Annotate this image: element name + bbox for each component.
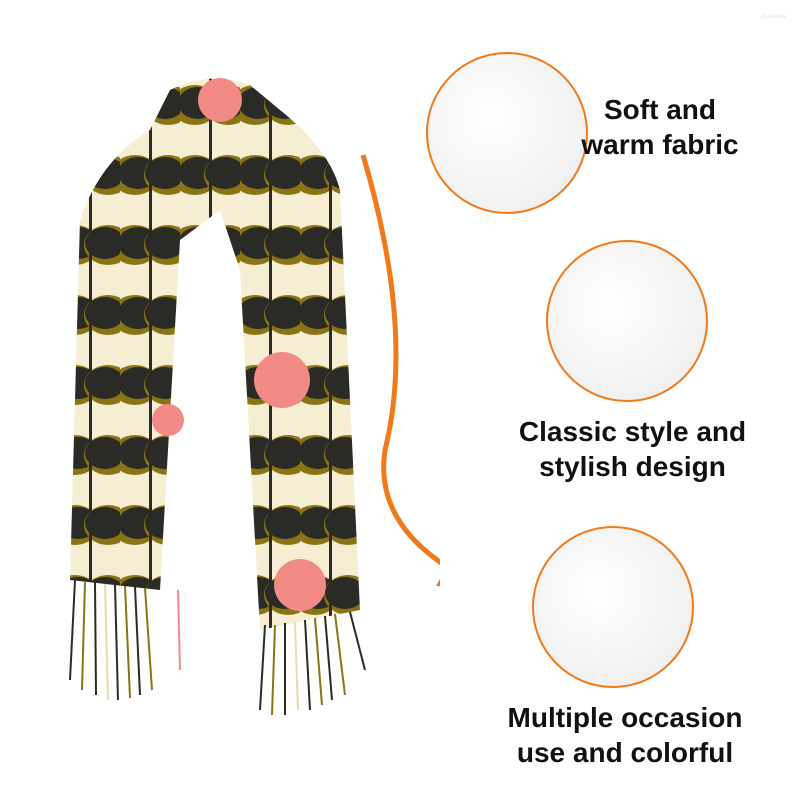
- caption-line: stylish design: [539, 451, 726, 482]
- caption-line: use and colorful: [516, 737, 734, 768]
- caption-line: Multiple occasion: [507, 702, 743, 733]
- feature-caption: Classic style and stylish design: [500, 414, 765, 484]
- caption-line: warm fabric: [581, 129, 739, 160]
- pleated-fabric-image: [546, 240, 708, 402]
- caption-line: Soft and: [604, 94, 716, 125]
- scarf-product-image: [69, 78, 366, 716]
- watermark: dracaena: [760, 14, 786, 20]
- tassel-fringe-image: [532, 526, 694, 688]
- feature-caption: Soft and warm fabric: [560, 92, 760, 162]
- feature-caption: Multiple occasion use and colorful: [480, 700, 770, 770]
- arrow-icon: [360, 154, 440, 587]
- soft-fabric-image: [426, 52, 588, 214]
- caption-line: Classic style and: [518, 416, 747, 447]
